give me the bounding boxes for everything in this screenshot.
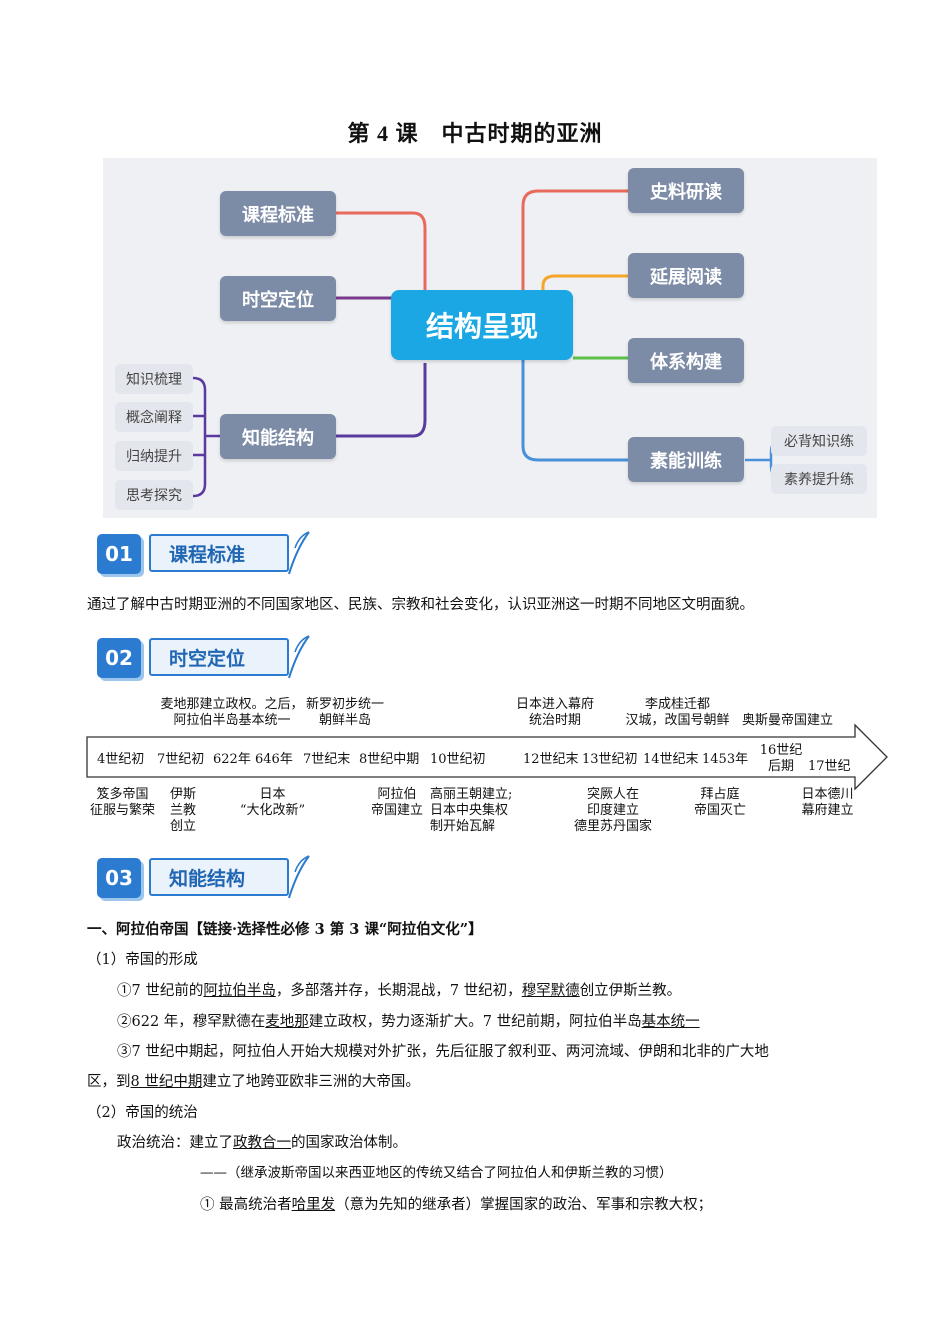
tick-label: 13世纪初 bbox=[582, 752, 638, 767]
tick-label: 4世纪初 bbox=[97, 752, 145, 767]
tick-label: 8世纪中期 bbox=[359, 752, 420, 767]
section-label: 知能结构 bbox=[149, 858, 289, 896]
tick-label: 646年 bbox=[255, 752, 293, 767]
subheading: （2）帝国的统治 bbox=[87, 1105, 198, 1121]
event-below: 日本“大化改新” bbox=[239, 787, 306, 818]
leaf-inquiry: 思考探究 bbox=[115, 480, 193, 510]
event-above: 新罗初步统一朝鲜半岛 bbox=[305, 697, 384, 728]
tick-label: 12世纪末 bbox=[523, 752, 579, 767]
section-banner-01: 01 课程标准 bbox=[97, 528, 312, 578]
event-below: 阿拉伯帝国建立 bbox=[370, 787, 423, 818]
section-number: 02 bbox=[97, 638, 141, 678]
node-source-reading: 史料研读 bbox=[628, 168, 744, 213]
tick-label: 7世纪末 bbox=[303, 752, 351, 767]
section-number: 01 bbox=[97, 534, 141, 574]
section-label: 时空定位 bbox=[149, 638, 289, 676]
node-skill-training: 素能训练 bbox=[628, 437, 744, 482]
leaf-knowledge-sort: 知识梳理 bbox=[115, 364, 193, 394]
quill-icon bbox=[288, 855, 310, 899]
node-course-standard: 课程标准 bbox=[220, 191, 336, 236]
quill-icon bbox=[288, 635, 310, 679]
page-title: 第 4 课 中古时期的亚洲 bbox=[347, 121, 603, 146]
quill-icon bbox=[288, 531, 310, 575]
standard-text: 通过了解中古时期亚洲的不同国家地区、民族、宗教和社会变化，认识亚洲这一时期不同地… bbox=[87, 597, 754, 613]
tick-label: 622年 bbox=[213, 752, 251, 767]
paragraph: ③7 世纪中期起，阿拉伯人开始大规模对外扩张，先后征服了叙利亚、两河流域、伊朗和… bbox=[117, 1044, 769, 1060]
leaf-concept: 概念阐释 bbox=[115, 402, 193, 432]
leaf-literacy: 素养提升练 bbox=[771, 464, 867, 494]
event-below: 高丽王朝建立;日本中央集权制开始瓦解 bbox=[430, 787, 513, 834]
node-extended-reading: 延展阅读 bbox=[628, 253, 744, 298]
node-knowledge-structure: 知能结构 bbox=[220, 414, 336, 459]
paragraph: 区，到8 世纪中期建立了地跨亚欧非三洲的大帝国。 bbox=[87, 1074, 420, 1090]
subheading: （1）帝国的形成 bbox=[87, 952, 198, 968]
event-below: 伊斯兰教创立 bbox=[169, 787, 196, 834]
content-heading: 一、阿拉伯帝国【链接·选择性必修 3 第 3 课“阿拉伯文化”】 bbox=[87, 921, 483, 938]
event-above: 奥斯曼帝国建立 bbox=[741, 713, 833, 728]
event-below: 日本德川幕府建立 bbox=[801, 787, 854, 818]
tick-label: 16世纪后期 bbox=[759, 743, 803, 774]
tick-label: 10世纪初 bbox=[430, 752, 486, 767]
node-center: 结构呈现 bbox=[391, 290, 573, 360]
tick-label: 14世纪末 bbox=[643, 752, 699, 767]
section-label: 课程标准 bbox=[149, 534, 289, 572]
paragraph: ②622 年，穆罕默德在麦地那建立政权，势力逐渐扩大。7 世纪前期，阿拉伯半岛基… bbox=[117, 1014, 700, 1030]
event-above: 日本进入幕府统治时期 bbox=[515, 697, 594, 728]
tick-label: 17世纪 bbox=[808, 759, 851, 774]
leaf-summary: 归纳提升 bbox=[115, 441, 193, 471]
timeline-arrow bbox=[86, 723, 888, 791]
section-banner-03: 03 知能结构 bbox=[97, 852, 312, 902]
paragraph: 政治统治：建立了政教合一的国家政治体制。 bbox=[117, 1135, 407, 1151]
section-banner-02: 02 时空定位 bbox=[97, 632, 312, 682]
paragraph: ①7 世纪前的阿拉伯半岛，多部落并存，长期混战，7 世纪初，穆罕默德创立伊斯兰教… bbox=[117, 983, 682, 999]
event-below: 笈多帝国征服与繁荣 bbox=[89, 787, 155, 818]
paragraph-note: ——（继承波斯帝国以来西亚地区的传统又结合了阿拉伯人和伊斯兰教的习惯） bbox=[200, 1165, 673, 1181]
tick-label: 7世纪初 bbox=[157, 752, 205, 767]
node-time-space: 时空定位 bbox=[220, 276, 336, 321]
node-system-build: 体系构建 bbox=[628, 338, 744, 383]
event-below: 突厥人在印度建立德里苏丹国家 bbox=[573, 787, 652, 834]
tick-label: 1453年 bbox=[702, 752, 749, 767]
event-above: 李成桂迁都汉城，改国号朝鲜 bbox=[625, 697, 730, 728]
event-below: 拜占庭帝国灭亡 bbox=[693, 787, 746, 818]
leaf-must-know: 必背知识练 bbox=[771, 426, 867, 456]
section-number: 03 bbox=[97, 858, 141, 898]
paragraph: ① 最高统治者哈里发（意为先知的继承者）掌握国家的政治、军事和宗教大权； bbox=[200, 1197, 713, 1213]
event-above: 麦地那建立政权。之后，阿拉伯半岛基本统一 bbox=[160, 697, 304, 728]
mind-map: 课程标准 时空定位 知能结构 结构呈现 史料研读 延展阅读 体系构建 素能训练 … bbox=[103, 158, 877, 518]
timeline: 麦地那建立政权。之后，阿拉伯半岛基本统一 新罗初步统一朝鲜半岛 日本进入幕府统治… bbox=[85, 695, 890, 840]
